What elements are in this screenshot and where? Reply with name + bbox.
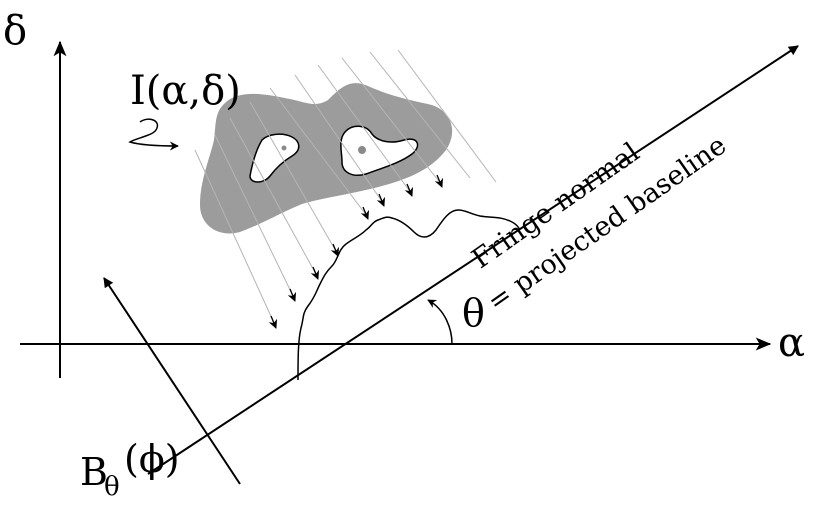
theta-label: θ xyxy=(462,291,485,335)
baseline-label: B θ (ϕ) xyxy=(80,437,180,502)
projection-arrowheads xyxy=(268,174,444,329)
projection-rays xyxy=(194,49,497,326)
alpha-axis-label: α xyxy=(778,320,805,366)
baseline-B-label: B xyxy=(80,450,108,494)
baseline-subscript-theta: θ xyxy=(104,472,120,502)
theta-angle-arc xyxy=(427,299,453,345)
intensity-indicator-arrow xyxy=(128,118,179,151)
fringe-normal-line xyxy=(147,45,799,475)
baseline-perpendicular-line xyxy=(103,277,241,485)
fringe-normal-label: Fringe normal = projected baseline xyxy=(467,130,733,318)
source-blob xyxy=(200,83,453,234)
source-hole-left xyxy=(249,133,300,183)
source-hole-right xyxy=(340,125,419,176)
source-point-right xyxy=(358,146,366,154)
source-point-left xyxy=(281,145,287,151)
delta-axis-label: δ xyxy=(3,8,27,54)
source-brightness-distribution xyxy=(200,83,453,234)
intensity-label: I(α,δ) xyxy=(130,68,241,114)
projected-profile-curve xyxy=(297,209,521,381)
baseline-argument-phi: (ϕ) xyxy=(124,437,180,481)
